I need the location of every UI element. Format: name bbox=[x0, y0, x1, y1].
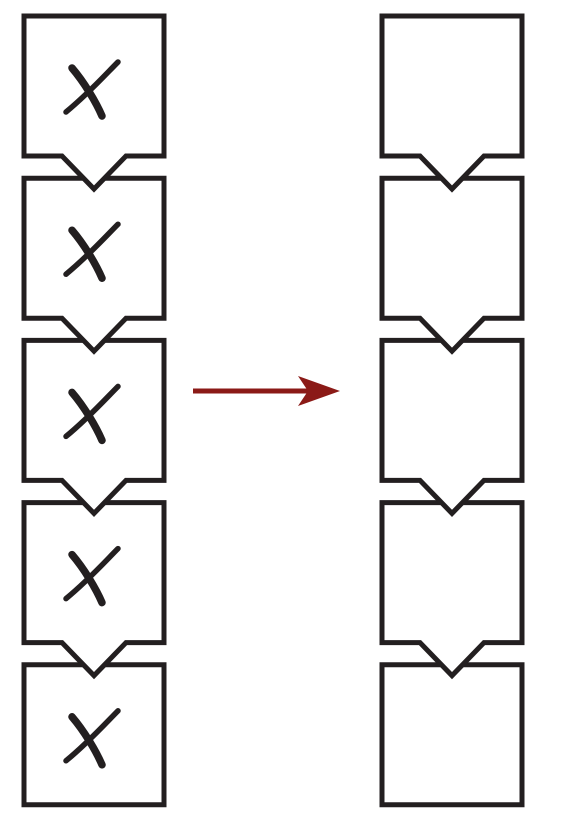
transition-arrow bbox=[193, 376, 340, 406]
x-mark-icon bbox=[63, 383, 121, 445]
x-mark-icon bbox=[63, 221, 121, 282]
x-mark-icon bbox=[63, 59, 121, 120]
x-mark-stroke-short bbox=[63, 221, 121, 277]
right-block-stack bbox=[379, 13, 525, 808]
right-block-4-outline bbox=[379, 500, 525, 680]
right-block-3 bbox=[379, 337, 525, 517]
x-mark-stroke-short bbox=[63, 383, 121, 440]
x-mark-icon bbox=[63, 708, 121, 769]
right-block-4 bbox=[379, 500, 525, 680]
x-mark-stroke-short bbox=[63, 545, 121, 602]
right-block-5-outline bbox=[379, 662, 525, 808]
right-block-2-outline bbox=[379, 175, 525, 355]
left-block-4 bbox=[21, 500, 167, 680]
right-block-2 bbox=[379, 175, 525, 355]
x-mark-stroke-short bbox=[63, 708, 121, 764]
left-block-stack bbox=[21, 13, 167, 808]
left-block-3 bbox=[21, 337, 167, 517]
right-block-1-outline bbox=[379, 13, 525, 193]
arrow-head bbox=[298, 376, 340, 406]
right-block-5 bbox=[379, 662, 525, 808]
left-block-5 bbox=[21, 662, 167, 808]
x-mark-stroke-short bbox=[63, 59, 121, 115]
right-block-3-outline bbox=[379, 337, 525, 517]
left-block-2 bbox=[21, 175, 167, 355]
right-block-1 bbox=[379, 13, 525, 193]
x-mark-icon bbox=[63, 545, 121, 607]
left-block-1 bbox=[21, 13, 167, 193]
